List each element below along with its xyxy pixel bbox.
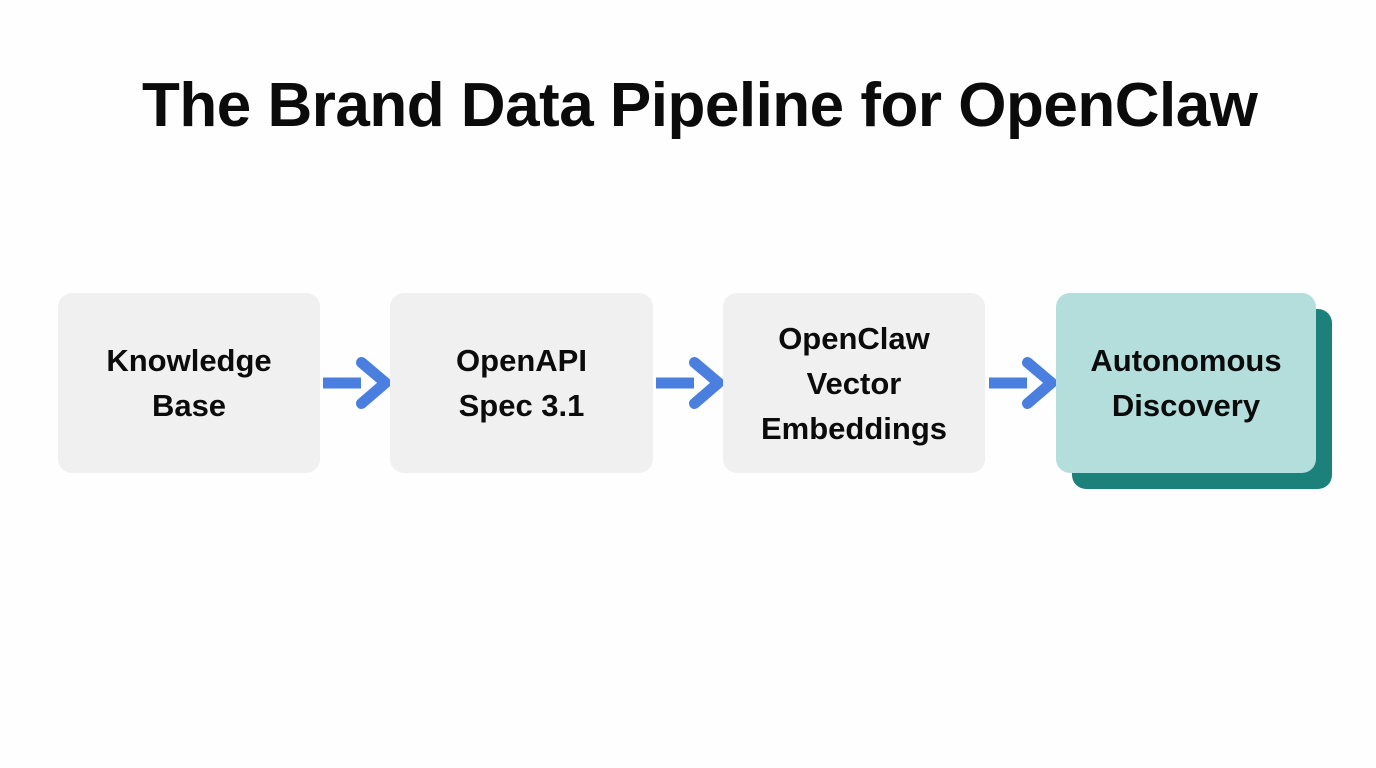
arrow-right-icon-3 xyxy=(986,356,1056,410)
arrow-right-icon-2 xyxy=(653,356,723,410)
arrow-right-icon-1 xyxy=(320,356,390,410)
pipeline-node-knowledge-base[interactable]: Knowledge Base xyxy=(58,293,320,473)
page-title: The Brand Data Pipeline for OpenClaw xyxy=(142,71,1258,140)
pipeline-node-label: Autonomous Discovery xyxy=(1090,343,1282,423)
pipeline-node-label: OpenAPI Spec 3.1 xyxy=(456,343,587,423)
pipeline-node-vector-embeddings[interactable]: OpenClaw Vector Embeddings xyxy=(723,293,985,473)
pipeline-node-label: OpenClaw Vector Embeddings xyxy=(760,320,947,446)
pipeline-node-autonomous-discovery[interactable]: Autonomous Discovery xyxy=(1056,293,1316,473)
pipeline-flow: Knowledge Base OpenAPI Spec 3.1 OpenClaw… xyxy=(0,293,1376,493)
pipeline-node-openapi-spec[interactable]: OpenAPI Spec 3.1 xyxy=(390,293,653,473)
pipeline-node-label: Knowledge Base xyxy=(106,343,272,423)
